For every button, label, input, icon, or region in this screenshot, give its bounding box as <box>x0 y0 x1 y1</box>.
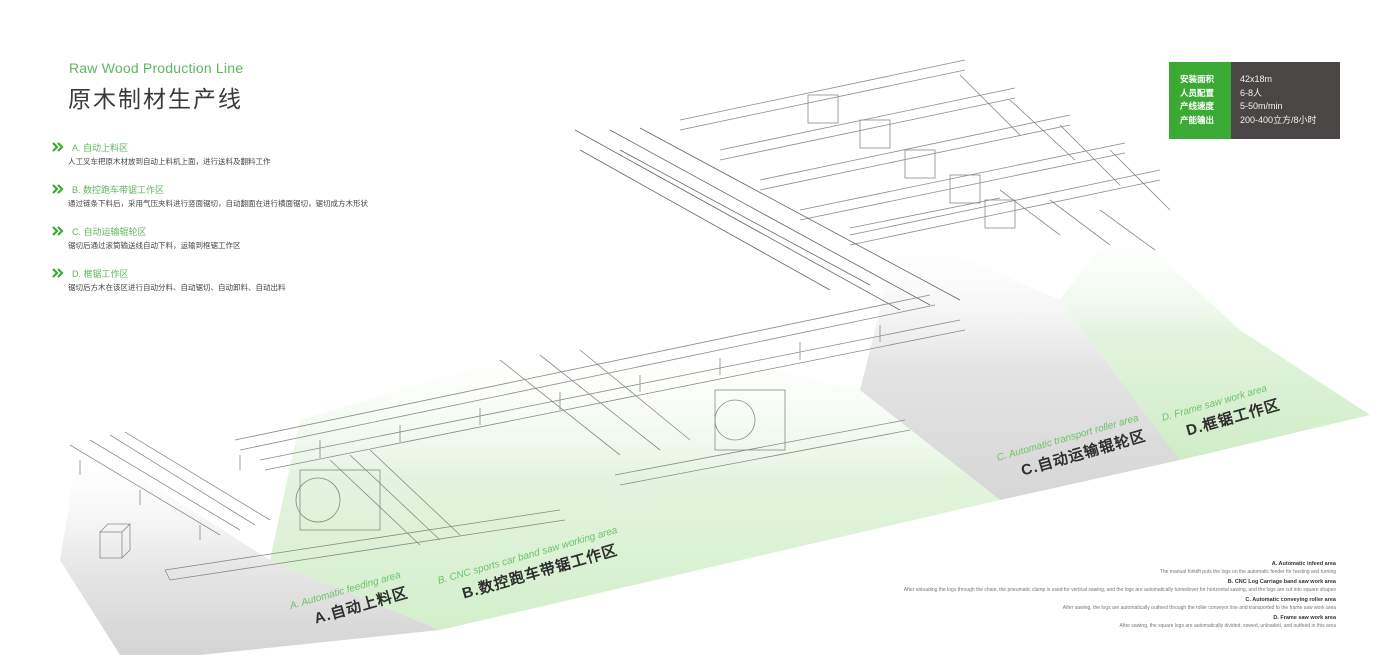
double-chevron-icon <box>52 226 64 236</box>
legend-desc: After unloading the logs through the cha… <box>903 587 1336 593</box>
zone-d-floor <box>1060 220 1370 460</box>
legend-title: C. Automatic conveying roller area <box>1245 597 1336 603</box>
machinery-lines <box>69 59 1171 581</box>
area-desc: 锯切后通过滚筒输送线自动下料，运输到框锯工作区 <box>68 241 241 250</box>
area-title: C. 自动运输辊轮区 <box>72 226 147 237</box>
spec-value-output: 200-400立方/8小时 <box>1240 114 1317 125</box>
main-transfer-conveyor <box>574 127 961 311</box>
band-saw-2 <box>499 349 911 486</box>
area-desc: 人工叉车把原木材放到自动上料机上面，进行送料及翻料工作 <box>68 157 271 166</box>
spec-labels: 安装面积 人员配置 产线速度 产能输出 <box>1169 62 1231 139</box>
legend-title: D. Frame saw work area <box>1273 615 1336 621</box>
spec-label-output: 产能输出 <box>1180 114 1215 125</box>
infeed-deck <box>69 431 271 540</box>
area-item-c: C. 自动运输辊轮区 锯切后通过滚筒输送线自动下料，运输到框锯工作区 <box>52 224 412 251</box>
double-chevron-icon <box>52 268 64 278</box>
legend-desc: After sawing, the square logs are automa… <box>1119 623 1336 629</box>
title-english: Raw Wood Production Line <box>69 60 244 76</box>
spec-label-speed: 产线速度 <box>1180 101 1215 111</box>
legend-title: A. Automatic infeed area <box>1271 561 1336 567</box>
control-cabinet <box>99 523 131 559</box>
band-saw-1 <box>164 449 566 581</box>
area-desc: 通过链条下料后，采用气压夹料进行竖面锯切，自动翻面在进行横面锯切，锯切成方木形状 <box>68 199 368 208</box>
spec-value-area: 42x18m <box>1240 74 1273 84</box>
spec-values: 42x18m 6-8人 5-50m/min 200-400立方/8小时 <box>1231 62 1340 139</box>
zone-b-floor <box>270 330 1000 630</box>
legend-item-b: B. CNC Log Carriage band saw work area A… <box>816 579 1336 593</box>
zone-a-floor <box>60 440 440 655</box>
legend-desc: After sawing, the logs are automatically… <box>1062 605 1336 611</box>
frame-saw-array <box>679 59 1171 251</box>
roller-conveyors <box>234 294 966 471</box>
legend-item-a: A. Automatic infeed area The manual fork… <box>816 561 1336 575</box>
legend-item-c: C. Automatic conveying roller area After… <box>816 597 1336 611</box>
legend-english: A. Automatic infeed area The manual fork… <box>816 561 1336 633</box>
area-item-b: B. 数控跑车带锯工作区 通过链条下料后，采用气压夹料进行竖面锯切，自动翻面在进… <box>52 182 412 209</box>
spec-panel: 安装面积 人员配置 产线速度 产能输出 42x18m 6-8人 5-50m/mi… <box>1169 62 1340 139</box>
legend-title: B. CNC Log Carriage band saw work area <box>1227 579 1336 585</box>
area-desc: 锯切后方木在该区进行自动分料、自动锯切、自动卸料、自动出料 <box>68 283 286 292</box>
spec-value-staff: 6-8人 <box>1240 87 1263 98</box>
spec-value-speed: 5-50m/min <box>1240 101 1283 111</box>
area-item-a: A. 自动上料区 人工叉车把原木材放到自动上料机上面，进行送料及翻料工作 <box>52 140 412 167</box>
legend-desc: The manual forklift puts the logs on the… <box>1159 569 1336 575</box>
area-item-d: D. 框锯工作区 锯切后方木在该区进行自动分料、自动锯切、自动卸料、自动出料 <box>52 266 412 293</box>
title-chinese: 原木制材生产线 <box>68 86 243 112</box>
legend-item-d: D. Frame saw work area After sawing, the… <box>816 615 1336 629</box>
double-chevron-icon <box>52 142 64 152</box>
zone-c-floor <box>860 230 1180 500</box>
area-title: D. 框锯工作区 <box>72 268 129 279</box>
area-title: B. 数控跑车带锯工作区 <box>72 184 165 195</box>
spec-label-area: 安装面积 <box>1180 74 1215 84</box>
double-chevron-icon <box>52 184 64 194</box>
area-list: A. 自动上料区 人工叉车把原木材放到自动上料机上面，进行送料及翻料工作 B. … <box>52 140 412 308</box>
spec-label-staff: 人员配置 <box>1180 87 1215 98</box>
area-title: A. 自动上料区 <box>72 142 129 153</box>
